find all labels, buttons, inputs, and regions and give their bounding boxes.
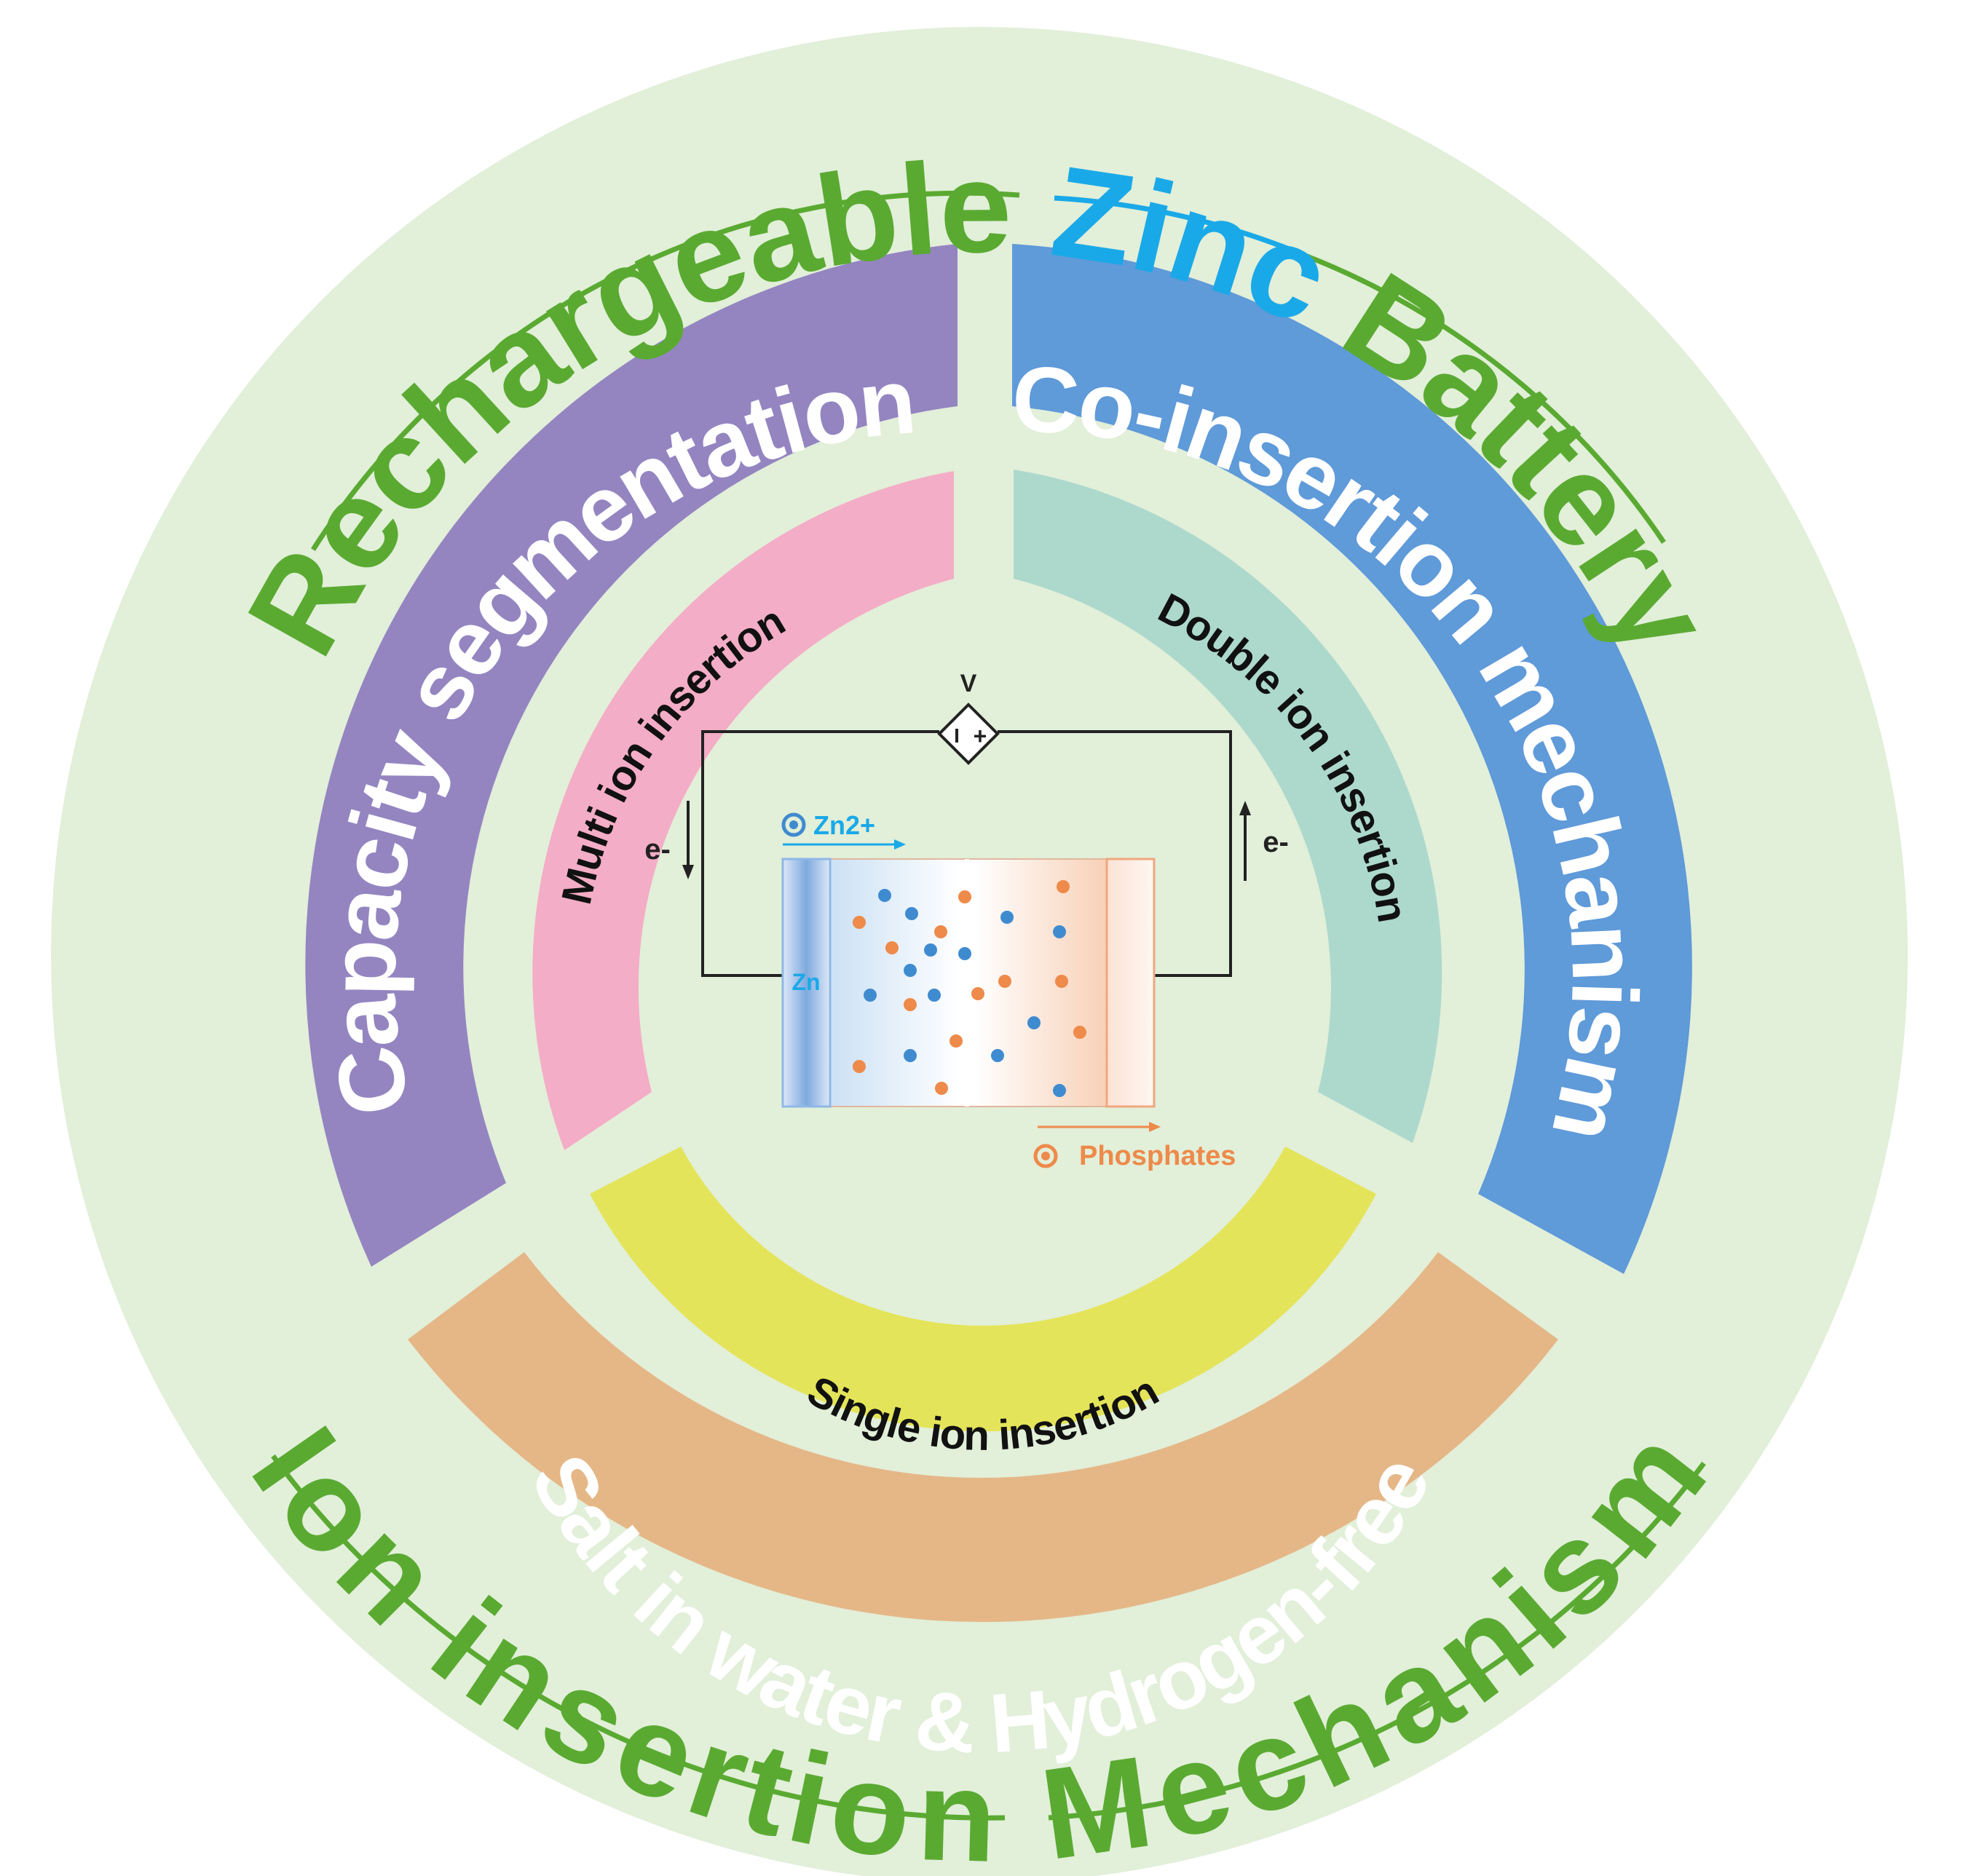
ion-dot-phosphate [885, 941, 899, 954]
ion-dot-zinc [1053, 925, 1066, 938]
electron-label-left: e- [644, 834, 671, 866]
battery-cell-schematic: V I + e- e- Zn [644, 670, 1289, 1171]
phosphate-legend-marker [1033, 1144, 1058, 1168]
electron-arrow-down-head [682, 865, 694, 879]
salt-in-water-band [408, 1252, 1558, 1623]
ion-dot-zinc [904, 964, 917, 977]
ion-dot-zinc [864, 989, 877, 1002]
voltmeter-label: V [960, 670, 977, 697]
title-underline-zinc [1054, 195, 1308, 259]
title-underline-left [311, 190, 1020, 551]
electron-label-right: e- [1263, 826, 1289, 858]
ion-dot-phosphate [935, 1082, 948, 1095]
ion-dot-zinc [924, 943, 937, 957]
ion-dots [853, 880, 1086, 1097]
zinc-ion-label: Zn2+ [813, 810, 875, 840]
ion-dot-zinc [1027, 1016, 1041, 1029]
multi-ion-insertion-band [532, 471, 954, 1150]
phosphate-legend-marker-core [1041, 1152, 1050, 1160]
ion-dot-phosphate [853, 1060, 866, 1073]
voltmeter-symbol [937, 702, 1000, 765]
ion-dot-zinc [905, 907, 918, 920]
external-circuit-wire [701, 730, 939, 977]
ion-dot-zinc [991, 1049, 1004, 1062]
ion-dot-phosphate [998, 975, 1011, 988]
electron-arrow-up-head [1239, 801, 1251, 815]
voltmeter-minus-sign: I [954, 724, 960, 747]
ion-dot-phosphate [950, 1034, 963, 1048]
phosphate-arrow-head [1149, 1122, 1161, 1132]
co-insertion-mechanism-band [1012, 244, 1692, 1274]
single-ion-insertion-band [590, 1147, 1376, 1432]
external-circuit-wire-right [1019, 730, 1232, 977]
bottom-title-underline-right [1048, 1461, 1706, 1821]
ion-dot-zinc [904, 1049, 917, 1062]
zinc-ion-legend-marker [781, 812, 806, 837]
ion-dot-zinc [878, 889, 891, 902]
double-ion-insertion-band [1014, 470, 1442, 1143]
bottom-title-underline-left [271, 1454, 1006, 1821]
phosphates-label: Phosphates [1079, 1141, 1236, 1171]
ion-dot-zinc [958, 947, 971, 960]
ion-dot-zinc [1053, 1084, 1066, 1097]
voltmeter-plus-sign: + [974, 723, 987, 749]
ion-dot-phosphate [971, 987, 984, 1000]
ion-dot-phosphate [958, 890, 971, 903]
ion-dot-zinc [928, 989, 941, 1002]
ion-dot-phosphate [904, 998, 917, 1011]
ion-dot-phosphate [1057, 880, 1070, 893]
ion-dot-phosphate [1055, 975, 1068, 988]
anode-label: Zn [791, 969, 820, 995]
zinc-anode [781, 858, 832, 1108]
title-underline-right [1306, 253, 1666, 544]
cathode [1105, 858, 1156, 1108]
zinc-ion-arrow-head [894, 839, 906, 850]
ion-dot-phosphate [853, 916, 866, 929]
capacity-segmentation-band [305, 244, 958, 1267]
ion-dot-phosphate [934, 925, 947, 938]
ion-dot-phosphate [1073, 1026, 1086, 1039]
zinc-ion-legend-marker-core [789, 820, 798, 829]
ion-dot-zinc [1000, 911, 1014, 924]
